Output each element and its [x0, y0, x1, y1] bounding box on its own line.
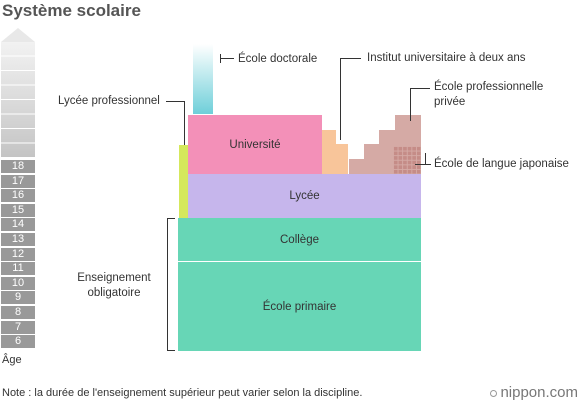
- compulsory-label: Enseignement obligatoire: [77, 272, 151, 299]
- doctoral-block: [193, 44, 213, 114]
- vocational-lycee-leader-h: [166, 101, 185, 102]
- age-cell-6: 6: [1, 335, 35, 349]
- doctoral-label: École doctorale: [238, 53, 318, 65]
- logo-dot-icon: [490, 389, 498, 397]
- college-block: Collège: [178, 218, 421, 262]
- age-label: Âge: [2, 354, 22, 366]
- vocational-school-leader: [410, 88, 411, 121]
- institute-label: Institut universitaire à deux ans: [367, 52, 526, 64]
- university-label: Université: [229, 138, 281, 151]
- age-cell-9: 9: [1, 291, 35, 305]
- age-cell-12: 12: [1, 247, 35, 261]
- logo-text: nippon.com: [500, 384, 578, 401]
- age-cell-13: 13: [1, 233, 35, 246]
- age-column-top-lines: [1, 42, 35, 158]
- college-label: Collège: [280, 233, 319, 246]
- age-cell-18: 18: [1, 160, 35, 173]
- institute-leader-h: [340, 58, 361, 59]
- vocational-lycee-leader-v: [184, 101, 185, 145]
- language-school-label: École de langue japonaise: [434, 158, 569, 170]
- age-cell-11: 11: [1, 262, 35, 276]
- page-title: Système scolaire: [2, 1, 141, 20]
- vocational-lycee-label: Lycée professionnel: [58, 95, 160, 107]
- institute-block: [322, 130, 336, 174]
- doctoral-leader-h: [220, 58, 234, 59]
- university-block: Université: [188, 115, 322, 174]
- age-cell-14: 14: [1, 218, 35, 232]
- language-school-leader: [425, 153, 426, 165]
- vocational-school-step-4: [395, 115, 421, 130]
- lycee-block: Lycée: [188, 174, 421, 218]
- vocational-school-leader-h: [410, 88, 430, 89]
- vocational-school-label: École professionnelle privée: [434, 81, 544, 108]
- age-arrow-head: [1, 28, 35, 42]
- age-cell-10: 10: [1, 276, 35, 290]
- primary-block: École primaire: [178, 262, 421, 351]
- institute-block-lower: [336, 144, 348, 174]
- language-school-block: [393, 146, 421, 174]
- age-cell-17: 17: [1, 174, 35, 188]
- age-cell-7: 7: [1, 320, 35, 334]
- age-cell-15: 15: [1, 203, 35, 217]
- institute-leader: [340, 58, 341, 140]
- vocational-school-step-3: [379, 130, 421, 144]
- compulsory-bracket-top: [167, 218, 175, 219]
- compulsory-bracket: [167, 218, 168, 350]
- age-cell-16: 16: [1, 189, 35, 203]
- lycee-label: Lycée: [289, 190, 320, 202]
- vocational-lycee-block: [179, 145, 188, 218]
- age-cell-8: 8: [1, 306, 35, 319]
- nippon-logo: nippon.com: [490, 384, 578, 401]
- language-school-leader-h: [415, 164, 431, 165]
- compulsory-bracket-bottom: [167, 350, 175, 351]
- primary-label: École primaire: [262, 300, 337, 313]
- footnote: Note : la durée de l'enseignement supéri…: [2, 387, 363, 399]
